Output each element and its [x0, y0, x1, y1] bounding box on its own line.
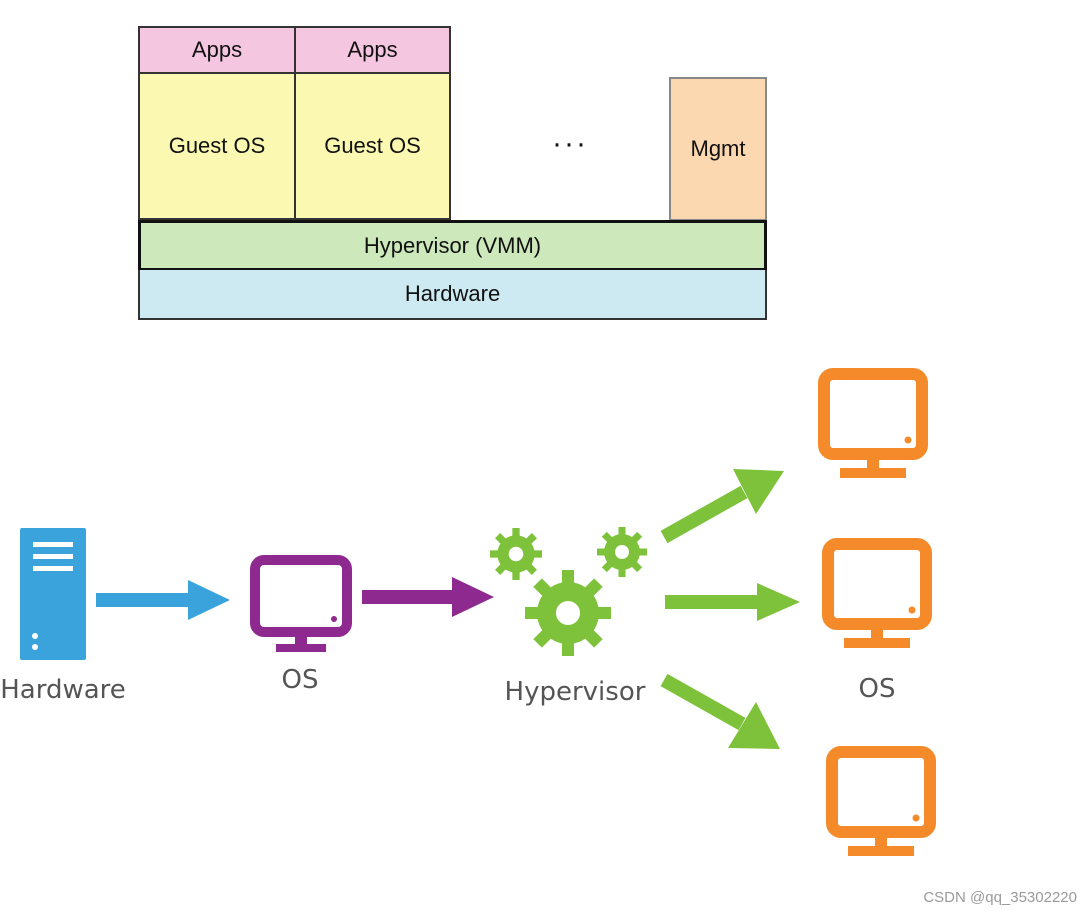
arrow-up-right-icon	[660, 469, 784, 544]
arrow-right-icon	[362, 577, 494, 617]
guest-os-label: OS	[858, 674, 896, 704]
monitor-icon	[826, 746, 936, 856]
arrow-right-icon	[96, 580, 230, 620]
arrow-right-icon	[665, 583, 800, 621]
apps-box-1: Apps	[138, 26, 296, 74]
apps-box-2: Apps	[294, 26, 451, 74]
gears-icon	[490, 527, 647, 656]
hardware-layer: Hardware	[138, 270, 767, 320]
monitor-icon	[250, 555, 352, 652]
ellipsis: ···	[552, 127, 588, 160]
hypervisor-layer: Hypervisor (VMM)	[138, 220, 767, 271]
monitor-icon	[818, 368, 928, 478]
arrow-down-right-icon	[660, 673, 780, 749]
guest-os-box-2: Guest OS	[294, 72, 451, 220]
hypervisor-label: Hypervisor	[504, 677, 646, 707]
hardware-label: Hardware	[0, 675, 126, 705]
os-label: OS	[281, 665, 319, 695]
watermark: CSDN @qq_35302220	[923, 889, 1077, 906]
guest-os-box-1: Guest OS	[138, 72, 296, 220]
monitor-icon	[822, 538, 932, 648]
mgmt-box: Mgmt	[669, 77, 767, 221]
server-icon	[20, 528, 86, 660]
